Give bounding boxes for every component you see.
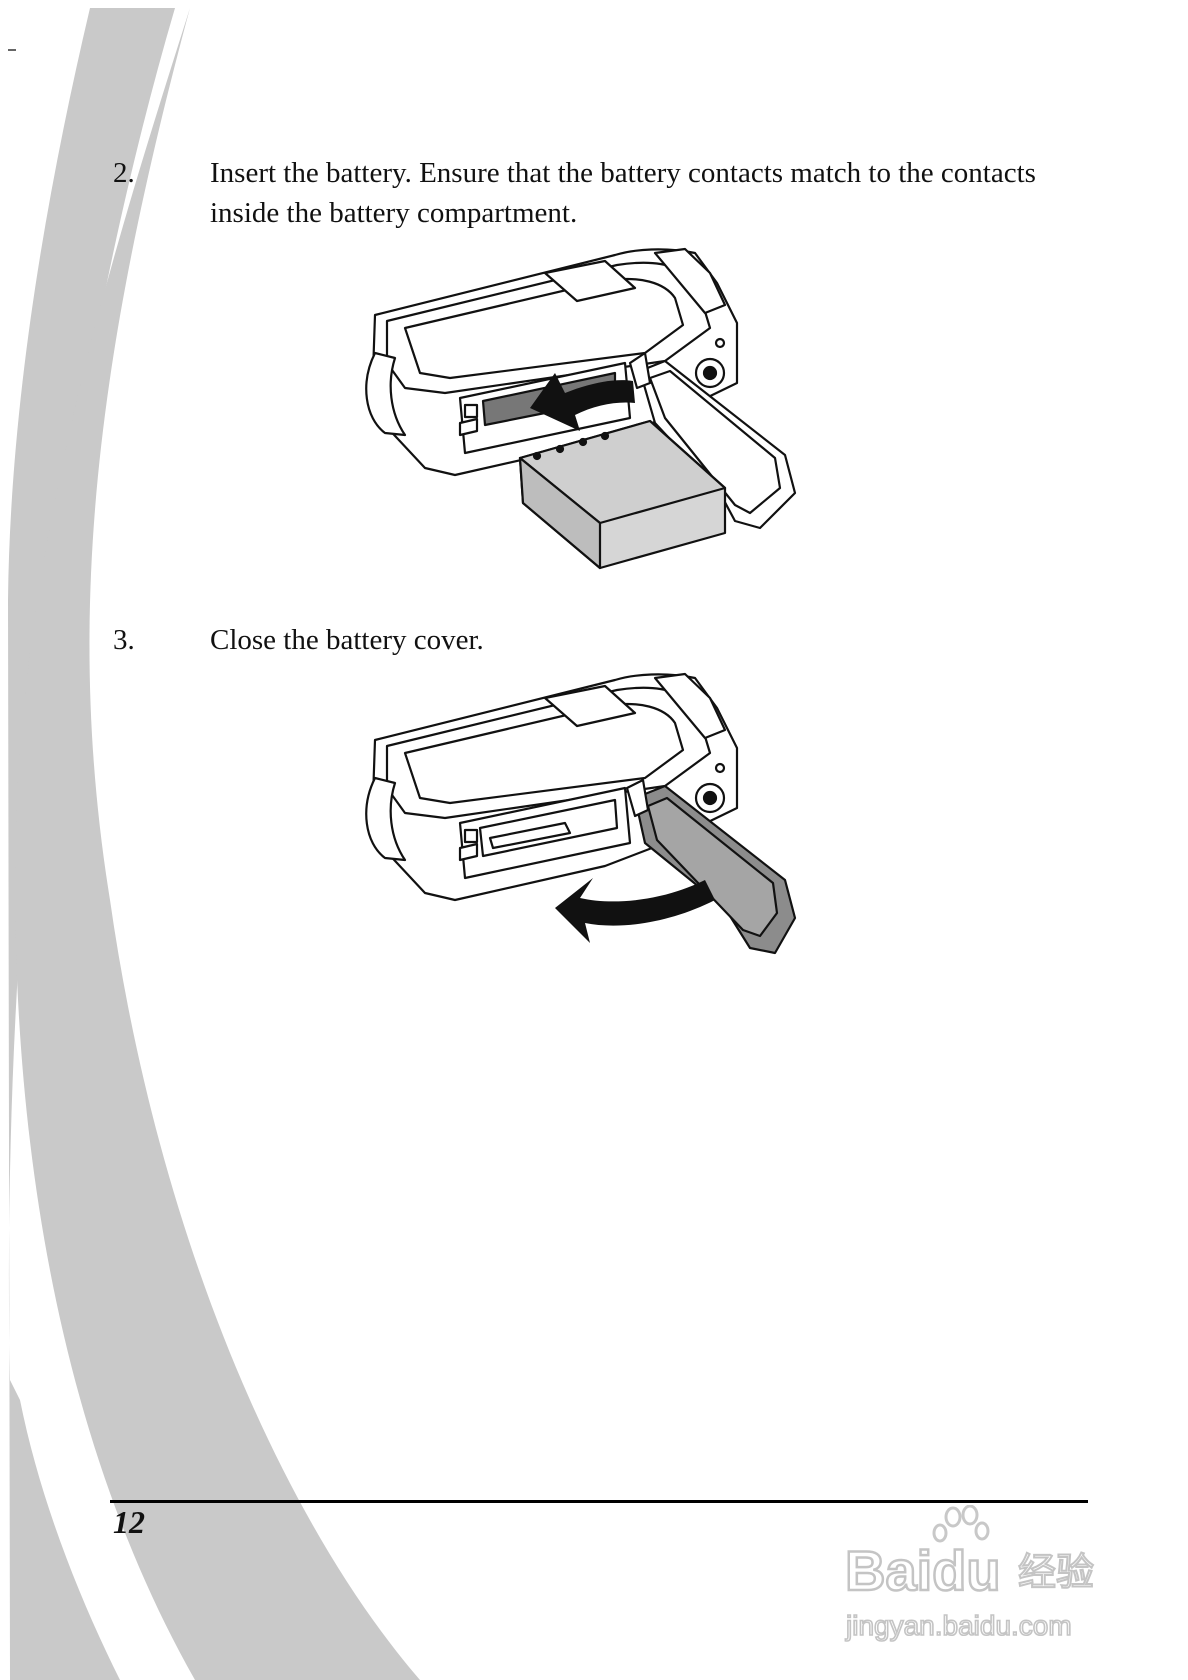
baidu-jingyan-watermark: Baidu 经验 jingyan.baidu.com [844, 1505, 1095, 1642]
watermark-brand-cn: 经验 [1018, 1550, 1094, 1594]
step-number: 2. [113, 157, 135, 189]
close-cover-illustration [365, 672, 797, 955]
step-number: 3. [113, 624, 135, 656]
step-text: Close the battery cover. [210, 624, 484, 656]
insert-battery-illustration [365, 247, 797, 570]
paw-icon [932, 1505, 990, 1543]
watermark-brand: Baidu [845, 1539, 1001, 1602]
watermark-url: jingyan.baidu.com [845, 1610, 1072, 1641]
footer-rule [110, 1500, 1088, 1503]
page-number: 12 [113, 1504, 145, 1540]
step-text: Insert the battery. Ensure that the batt… [210, 157, 1036, 229]
